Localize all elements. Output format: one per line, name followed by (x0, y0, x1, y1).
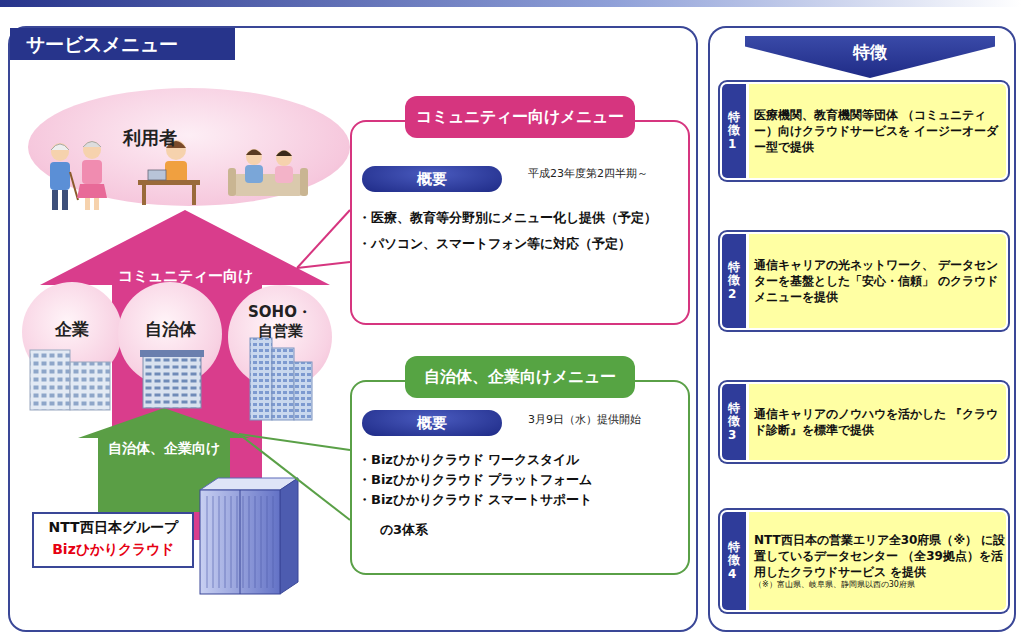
callout-wedge-lines (239, 262, 350, 520)
service-name: Bizひかりクラウド (36, 540, 190, 558)
bullet-item: ・Bizひかりクラウド スマートサポート (358, 492, 688, 509)
panel: 特徴特徴1 医療機関、教育機関等団体 （コミュニティー）向けクラウドサービスを イ… (708, 26, 1016, 632)
business-menu-box: 自治体、企業向けメニュー3月9日（水）提供開始・Bizひかりクラウド ワークスタ… (350, 380, 690, 575)
node-label: SOHO・ 自営業 (248, 303, 312, 341)
green-arrow-shape (78, 408, 250, 512)
bullet-item: ・医療、教育等分野別にメニュー化し提供（予定） (358, 210, 688, 227)
people-illustration (50, 140, 308, 210)
feature-text: 通信キャリアの光ネットワーク、 データセンターを基盤とした「安心・信頼」 のクラ… (754, 257, 1006, 306)
date-note: 平成23年度第2四半期～ (528, 167, 688, 181)
user-circle: SOHO・ 自営業 (228, 285, 332, 389)
feature-text: NTT西日本の営業エリア全30府県（※） に設置しているデータセンター （全39… (754, 532, 1006, 581)
bullet-item: ・Bizひかりクラウド プラットフォーム (358, 472, 688, 489)
panel: サービスメニュー利用者コミュニティー向け企業自治体 SOHO・ 自営業自治体、企業… (8, 26, 698, 632)
callout-line (239, 434, 350, 450)
section-title: サービスメニュー (10, 28, 235, 60)
summary-pill: 概要 (362, 166, 502, 192)
node-label: 自治体 (130, 318, 210, 340)
group-name: NTT西日本グループ (36, 518, 190, 536)
callout-line (297, 210, 350, 268)
feature-box: 特徴2 通信キャリアの光ネットワーク、 データセンターを基盤とした「安心・信頼」 … (718, 230, 1010, 332)
summary-pill: 概要 (362, 410, 502, 436)
server-illustration (200, 478, 298, 594)
building-illustration (30, 338, 312, 420)
user-circle: 企業 (22, 282, 122, 382)
feature-tab-label: 特徴2 (728, 261, 740, 301)
user-ellipse: 利用者 (28, 88, 350, 206)
pill-label: 概要 (362, 410, 502, 436)
section-title: 特徴 (745, 36, 995, 78)
green-arrow-shape (78, 408, 250, 512)
feature-tab-label: 特徴4 (728, 541, 740, 581)
summary-note: の3体系 (380, 522, 580, 539)
user-circle: 自治体 (118, 282, 222, 386)
date-note: 3月9日（水）提供開始 (528, 413, 688, 427)
feature-tab-label: 特徴3 (728, 402, 740, 442)
pill-label: 概要 (362, 166, 502, 192)
bullet-item: ・Bizひかりクラウド ワークスタイル (358, 452, 688, 469)
feature-box: 特徴1 医療機関、教育機関等団体 （コミュニティー）向けクラウドサービスを イージ… (718, 80, 1010, 182)
node-label: 企業 (32, 318, 112, 340)
feature-text: 通信キャリアのノウハウを活かした 『クラウド診断』を標準で提供 (754, 406, 1006, 438)
government-arrow: 自治体、企業向け (78, 408, 250, 512)
community-menu-box: コミュニティー向けメニュー平成23年度第2四半期～・医療、教育等分野別にメニュー… (350, 120, 690, 325)
service-box: NTT西日本グループ Bizひかりクラウド (32, 512, 194, 568)
arrow-label: コミュニティー向け (85, 267, 285, 287)
node-label: 利用者 (95, 126, 205, 149)
menu-header: 自治体、企業向けメニュー (405, 356, 635, 398)
bullet-item: ・パソコン、スマートフォン等に対応（予定） (358, 236, 688, 253)
feature-tab-label: 特徴1 (728, 111, 740, 151)
header-band (0, 0, 1021, 7)
feature-box: 特徴4 NTT西日本の営業エリア全30府県（※） に設置しているデータセンター （… (718, 508, 1010, 614)
footnote: （※）富山県、岐阜県、静岡県以西の30府県 (754, 580, 1006, 590)
arrow-label: 自治体、企業向け (95, 439, 233, 457)
menu-header: コミュニティー向けメニュー (405, 96, 635, 138)
feature-text: 医療機関、教育機関等団体 （コミュニティー）向けクラウドサービスを イージーオー… (754, 107, 1006, 156)
feature-box: 特徴3 通信キャリアのノウハウを活かした 『クラウド診断』を標準で提供 (718, 380, 1010, 464)
